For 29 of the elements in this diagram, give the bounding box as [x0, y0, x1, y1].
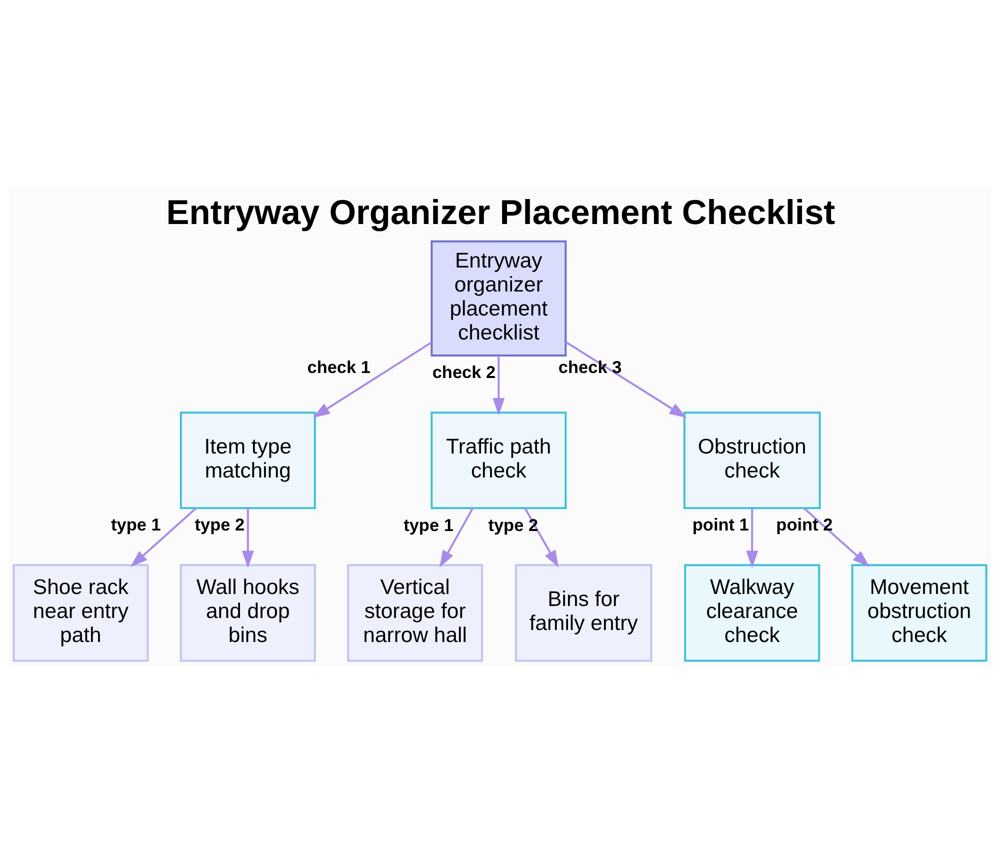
edge-label: check 2	[432, 362, 496, 382]
arrow	[803, 508, 870, 568]
arrow	[524, 508, 559, 568]
edge-label: type 1	[404, 514, 454, 535]
node-box: Bins for family entry	[514, 564, 652, 662]
arrow	[440, 508, 474, 568]
arrow	[746, 508, 758, 568]
edge-label: check 3	[558, 356, 622, 377]
node-box: Wall hooks and drop bins	[180, 564, 316, 662]
node-box: Traffic path check	[430, 412, 567, 510]
arrow	[565, 341, 687, 418]
arrow	[242, 508, 254, 568]
edge-label: check 1	[307, 357, 370, 378]
arrow	[312, 342, 432, 418]
node-box: Obstruction check	[683, 412, 821, 510]
arrow	[130, 508, 197, 568]
edge-label: type 2	[194, 514, 245, 534]
node-box: Walkway clearance check	[684, 564, 820, 662]
node-box: Entryway organizer placement checklist	[430, 240, 567, 356]
edge-label: type 2	[488, 514, 538, 535]
node-box: Item type matching	[180, 412, 316, 510]
node-box: Movement obstruction check	[851, 564, 988, 662]
edge-label: type 1	[111, 514, 161, 535]
edge-label: point 2	[776, 514, 833, 535]
diagram-title: Entryway Organizer Placement Checklist	[166, 194, 836, 232]
node-box: Shoe rack near entry path	[12, 564, 149, 662]
node-box: Vertical storage for narrow hall	[347, 564, 484, 662]
edge-label: point 1	[692, 514, 749, 534]
arrow	[492, 356, 505, 416]
